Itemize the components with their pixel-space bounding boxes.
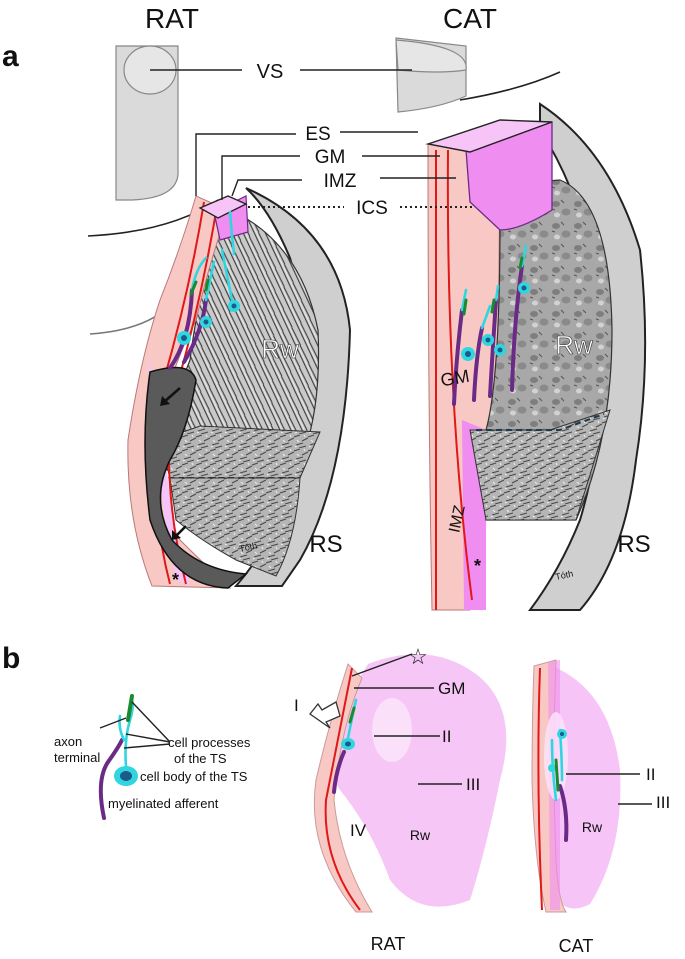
rat-schematic-star: ☆ xyxy=(408,644,428,669)
panel-b: b axon terminal cell processes of the TS… xyxy=(2,642,670,956)
label-es: ES xyxy=(305,124,330,145)
rat-stria-cut-face xyxy=(159,425,321,479)
label-vs: VS xyxy=(257,61,284,83)
rat-stria-lower xyxy=(169,477,301,577)
panel-b-letter: b xyxy=(2,642,20,675)
vestibular-scala-cat xyxy=(395,37,467,113)
legend-neuron xyxy=(98,694,171,820)
cat-schematic-vessel xyxy=(537,667,543,911)
label-rs-cat: RS xyxy=(617,531,650,558)
vestibular-scala-rat xyxy=(115,45,179,201)
artist-signature-rat: Tóth xyxy=(238,540,258,554)
legend-cell-processes-line1: cell processes xyxy=(168,735,251,750)
rat-arrow-upper xyxy=(163,387,181,403)
rat-schematic-rw: Rw xyxy=(410,827,431,843)
cat-gm-top xyxy=(425,119,553,153)
rat-schematic-caption: RAT xyxy=(371,934,406,954)
rat-schematic-arrow-i xyxy=(309,701,341,729)
cat-schematic-zone-ii xyxy=(544,712,568,800)
label-rw-rat: Rw xyxy=(261,334,299,364)
membrane-outline-cat xyxy=(459,71,561,101)
panel-a-letter: a xyxy=(2,40,19,73)
column-title-cat: CAT xyxy=(443,3,497,34)
label-rs-rat: RS xyxy=(309,531,342,558)
legend-myelinated-afferent: myelinated afferent xyxy=(108,796,219,811)
rat-schematic-gm: GM xyxy=(438,679,465,698)
cat-schematic-ii: II xyxy=(646,765,655,784)
cat-schematic xyxy=(531,659,652,913)
rat-gm-top xyxy=(198,195,248,219)
cat-schematic-rw: Rw xyxy=(582,819,603,835)
artist-signature-cat: Tóth xyxy=(554,568,574,582)
column-title-rat: RAT xyxy=(145,3,199,34)
rat-schematic-ii: II xyxy=(442,727,451,746)
label-imz: IMZ xyxy=(324,171,357,192)
cat-glassy-membrane xyxy=(465,121,553,231)
rat-schematic-vessel xyxy=(324,667,361,911)
label-rw-cat: Rw xyxy=(555,330,593,360)
rat-dark-fold xyxy=(144,366,248,589)
panel-a-leaders xyxy=(150,69,472,208)
cat-schematic-caption: CAT xyxy=(559,936,594,956)
rat-schematic xyxy=(309,653,507,913)
label-gm-cat: GM xyxy=(439,366,471,391)
rat-schematic-ligament xyxy=(313,663,373,913)
rat-schematic-iii: III xyxy=(466,775,480,794)
rat-schematic-zone-ii xyxy=(372,698,412,762)
rat-arrow-lower xyxy=(175,525,187,537)
legend-axon-terminal-line2: terminal xyxy=(54,750,100,765)
rat-schematic-iv: IV xyxy=(350,821,367,840)
asterisk-rat: * xyxy=(172,570,179,590)
cat-terminal-neurons xyxy=(452,244,530,406)
legend-cell-body: cell body of the TS xyxy=(140,769,248,784)
legend-axon-terminal-line1: axon xyxy=(54,734,82,749)
label-imz-cat: IMZ xyxy=(446,504,468,535)
rat-schematic-i: I xyxy=(294,696,299,715)
cat-schematic-iii: III xyxy=(656,793,670,812)
panel-a: a RAT CAT xyxy=(2,3,651,611)
label-ics: ICS xyxy=(356,198,388,219)
legend-cell-processes-line2: of the TS xyxy=(174,751,227,766)
rat-stria-section xyxy=(127,187,352,589)
label-gm: GM xyxy=(315,147,346,168)
cat-stria-section xyxy=(425,102,647,611)
asterisk-cat: * xyxy=(474,556,481,576)
rat-terminal-neurons xyxy=(168,210,240,370)
